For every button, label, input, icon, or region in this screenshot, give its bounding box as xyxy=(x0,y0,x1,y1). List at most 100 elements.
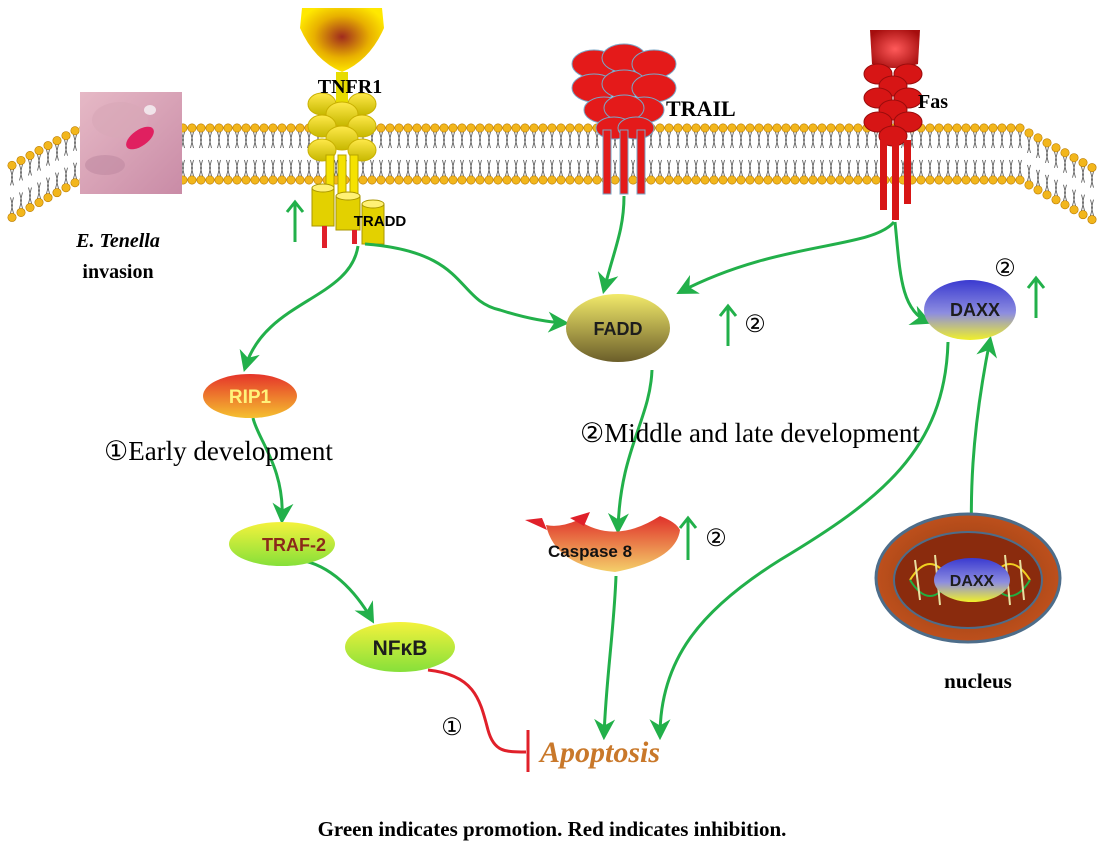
lipid-head xyxy=(970,123,980,133)
lipid-head xyxy=(502,123,512,133)
lipid-head xyxy=(862,175,872,185)
lipid-head xyxy=(835,175,845,185)
lipid-head xyxy=(16,207,26,217)
lipid-head xyxy=(493,123,503,133)
fadd-stage-marker: ② xyxy=(744,312,766,338)
nucleus xyxy=(874,512,1062,644)
lipid-head xyxy=(988,123,998,133)
legend-caption: Green indicates promotion. Red indicates… xyxy=(318,817,787,841)
lipid-head xyxy=(268,123,278,133)
apoptosis-label: Apoptosis xyxy=(538,736,660,769)
lipid-head xyxy=(295,175,305,185)
lipid-tail xyxy=(793,131,797,177)
lipid-head xyxy=(781,175,791,185)
arrow-fadd-to-caspase8 xyxy=(607,369,654,535)
nfkb-node xyxy=(345,622,455,672)
early-development-label: ①Early development xyxy=(104,436,333,466)
lipid-tail xyxy=(874,131,878,177)
lipid-tail xyxy=(1072,161,1076,206)
lipid-head xyxy=(754,123,764,133)
lipid-tail xyxy=(244,131,248,177)
lipid-tail xyxy=(307,131,311,177)
lipid-head xyxy=(610,175,620,185)
lipid-head xyxy=(844,175,854,185)
lipid-head xyxy=(52,136,62,146)
arrow-fas-to-fadd xyxy=(676,220,896,294)
lipid-tail xyxy=(1009,131,1013,177)
lipid-tail xyxy=(928,131,932,177)
lipid-head xyxy=(583,175,593,185)
lipid-head xyxy=(313,175,323,185)
lipid-tail xyxy=(262,131,266,177)
lipid-tail xyxy=(829,131,833,177)
lipid-head xyxy=(529,175,539,185)
lipid-tail xyxy=(559,131,563,177)
lipid-head xyxy=(673,123,683,133)
lipid-tail xyxy=(19,164,23,209)
lipid-head xyxy=(43,193,53,203)
lipid-tail xyxy=(730,131,734,177)
lipid-head xyxy=(1069,153,1079,163)
lipid-tail xyxy=(442,131,446,177)
lipid-tail xyxy=(766,131,770,177)
lipid-head xyxy=(484,175,494,185)
lipid-head xyxy=(277,123,287,133)
lipid-head xyxy=(1042,190,1052,200)
lipid-head xyxy=(646,175,656,185)
lipid-head xyxy=(772,175,782,185)
lipid-tail xyxy=(739,131,743,177)
lipid-tail xyxy=(919,131,923,177)
lipid-head xyxy=(1006,175,1016,185)
lipid-head xyxy=(718,175,728,185)
lipid-head xyxy=(448,175,458,185)
fas-label: Fas xyxy=(918,91,948,113)
lipid-head xyxy=(916,175,926,185)
lipid-tail xyxy=(388,131,392,177)
lipid-head xyxy=(34,146,44,156)
lipid-head xyxy=(16,155,26,165)
lipid-head xyxy=(700,175,710,185)
lipid-head xyxy=(709,123,719,133)
lipid-head xyxy=(1024,128,1034,138)
lipid-head xyxy=(1060,200,1070,210)
lipid-tail xyxy=(37,154,41,199)
lipid-head xyxy=(682,175,692,185)
lipid-head xyxy=(718,123,728,133)
lipid-head xyxy=(475,123,485,133)
lipid-head xyxy=(655,123,665,133)
lipid-head xyxy=(7,160,17,170)
lipid-head xyxy=(979,123,989,133)
lipid-tail xyxy=(910,131,914,177)
lipid-head xyxy=(1060,148,1070,158)
lipid-head xyxy=(223,175,233,185)
lipid-tail xyxy=(658,131,662,177)
tnfr1-label: TNFR1 xyxy=(318,76,382,98)
lipid-head xyxy=(934,175,944,185)
lipid-head xyxy=(358,175,368,185)
lipid-head xyxy=(52,188,62,198)
lipid-head xyxy=(853,175,863,185)
lipid-head xyxy=(997,123,1007,133)
lipid-head xyxy=(394,123,404,133)
lipid-head xyxy=(448,123,458,133)
lipid-tail xyxy=(595,131,599,177)
lipid-head xyxy=(196,123,206,133)
lipid-tail xyxy=(55,144,59,189)
daxx-stage-marker: ② xyxy=(994,256,1016,282)
lipid-head xyxy=(655,175,665,185)
lipid-tail xyxy=(649,131,653,177)
lipid-head xyxy=(925,123,935,133)
caspase8-stage-marker: ② xyxy=(705,526,727,552)
lipid-tail xyxy=(514,131,518,177)
lipid-head xyxy=(412,123,422,133)
lipid-head xyxy=(700,123,710,133)
lipid-head xyxy=(376,175,386,185)
lipid-head xyxy=(772,123,782,133)
lipid-head xyxy=(241,123,251,133)
lipid-head xyxy=(529,123,539,133)
lipid-head xyxy=(34,198,44,208)
lipid-head xyxy=(385,123,395,133)
traf2-node xyxy=(229,522,335,566)
lipid-head xyxy=(1078,158,1088,168)
lipid-head xyxy=(727,175,737,185)
